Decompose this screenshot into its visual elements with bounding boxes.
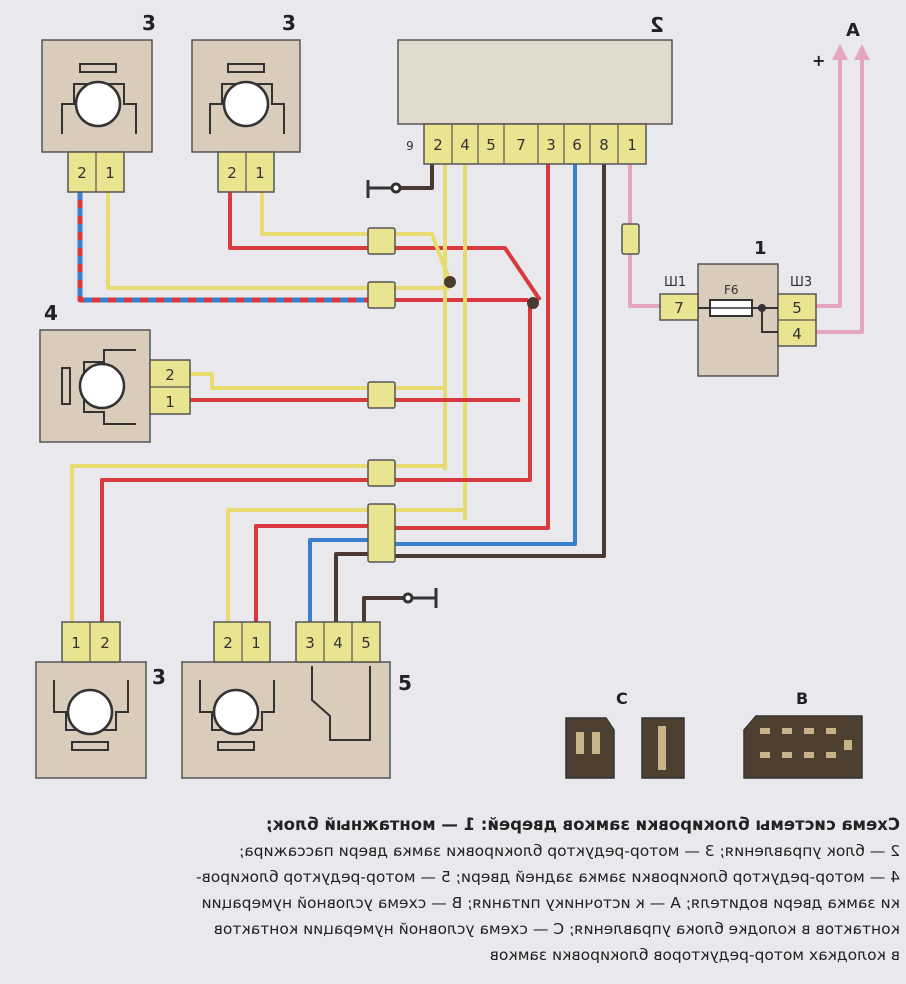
inline-connector-pink — [621, 223, 640, 255]
caption-line: 4 — мотор-редуктор блокировки замка задн… — [196, 868, 900, 886]
caption-line: в колодках мотор-редукторов блокировки з… — [489, 946, 900, 964]
wire-ground-cu — [400, 164, 434, 190]
caption-line: 2 — блок управления; 3 — мотор-редуктор … — [238, 842, 900, 860]
connector-pinout-c — [565, 717, 685, 779]
cu-pin: 3 — [546, 136, 556, 154]
junction-dot-red — [527, 297, 539, 309]
label-connector-b: B — [796, 689, 808, 708]
label-fuse: F6 — [724, 283, 739, 297]
wire-brown-rear-right — [334, 552, 368, 622]
pin: 2 — [100, 634, 110, 652]
wire-red-front-right — [228, 192, 368, 250]
control-unit-box — [397, 39, 673, 125]
pin: 3 — [305, 634, 315, 652]
pin: 2 — [77, 164, 87, 182]
inline-connector — [367, 227, 396, 255]
pin: 7 — [674, 299, 684, 317]
label-power-source: A — [846, 20, 860, 41]
wire-yellow-motor4 — [190, 372, 368, 390]
wire-red-rear-left — [100, 478, 368, 622]
ground-symbol-bottom — [402, 588, 438, 608]
pin: 1 — [165, 393, 175, 411]
label-front-left-motor: 3 — [142, 11, 156, 35]
label-sh1: Ш1 — [664, 275, 686, 290]
wire-pink-a1 — [628, 164, 660, 308]
caption-line: ки замка двери водителя; A — к источнику… — [201, 894, 900, 912]
inline-connector — [367, 381, 396, 409]
pin: 2 — [223, 634, 233, 652]
arrow-icon — [832, 44, 870, 60]
pin: 1 — [105, 164, 115, 182]
pin: 4 — [792, 325, 802, 343]
pin: 1 — [71, 634, 81, 652]
wire-yellow-rear-left — [70, 464, 368, 622]
wire-red-harness-1 — [395, 246, 542, 302]
inline-connector — [367, 281, 396, 309]
label-sh3: Ш3 — [790, 275, 812, 290]
pin: 5 — [361, 634, 371, 652]
pin: 1 — [255, 164, 265, 182]
wire-red-cu-1 — [395, 164, 550, 530]
label-driver-motor: 4 — [44, 301, 58, 325]
ground-symbol-top — [366, 180, 402, 198]
wire-yellow-front-right — [260, 192, 368, 236]
wire-red-cu-2 — [395, 300, 532, 482]
wiring-diagram: 2 2 4 5 7 3 6 8 1 9 2 1 3 — [35, 11, 870, 779]
label-control-unit: 2 — [650, 13, 664, 37]
caption-line: Схема системы блокировки замков дверей: … — [265, 815, 900, 834]
inline-connectors — [367, 223, 640, 563]
label-rear-left-motor: 3 — [152, 665, 166, 689]
wire-yellow-front-left — [106, 192, 368, 290]
label-connector-c: C — [616, 689, 628, 708]
mounting-block: 7 5 4 — [659, 263, 817, 377]
caption-line: контактов в колодке блока управления; C … — [213, 920, 900, 938]
connector-pinout-b — [743, 715, 863, 779]
cu-pin: 5 — [486, 136, 496, 154]
figure-caption: Схема системы блокировки замков дверей: … — [0, 812, 906, 984]
inline-connector — [367, 459, 396, 487]
pin: 2 — [165, 366, 175, 384]
inline-connector — [367, 503, 396, 563]
cu-pin: 8 — [599, 136, 609, 154]
wire-blue-rear-right — [308, 538, 368, 622]
motor-rear-right: 2 1 3 4 5 — [181, 621, 391, 779]
motor-front-right: 2 1 — [191, 39, 301, 193]
wire-blue-front-left — [77, 192, 368, 303]
pin: 2 — [227, 164, 237, 182]
wire-brown-cu — [395, 164, 606, 558]
wire-ground-switch — [362, 596, 404, 622]
wire-pink-a3 — [816, 58, 864, 334]
motor-driver: 2 1 — [39, 329, 191, 443]
cu-pin: 2 — [433, 136, 443, 154]
wire-blue-cu — [395, 164, 577, 546]
pin: 5 — [792, 299, 802, 317]
cu-pin: 6 — [572, 136, 582, 154]
wire-yellow-rear-right — [226, 508, 368, 622]
control-unit-connector: 2 4 5 7 3 6 8 1 — [423, 123, 647, 165]
motor-front-left: 2 1 — [41, 39, 153, 193]
label-plus: + — [812, 51, 825, 70]
junction-dot-yellow — [444, 276, 456, 288]
cu-pin-marker: 9 — [406, 139, 414, 153]
label-rear-right-motor: 5 — [398, 671, 412, 695]
pin: 1 — [251, 634, 261, 652]
cu-pin: 4 — [460, 136, 470, 154]
motor-rear-left: 1 2 — [35, 621, 147, 779]
label-mounting-block: 1 — [754, 238, 767, 259]
cu-pin: 7 — [516, 136, 526, 154]
wire-yellow-harness-1 — [395, 232, 452, 283]
wire-pink-a2 — [816, 58, 842, 308]
label-front-right-motor: 3 — [282, 11, 296, 35]
wire-red-rear-right — [254, 524, 368, 622]
cu-pin: 1 — [627, 136, 637, 154]
pin: 4 — [333, 634, 343, 652]
